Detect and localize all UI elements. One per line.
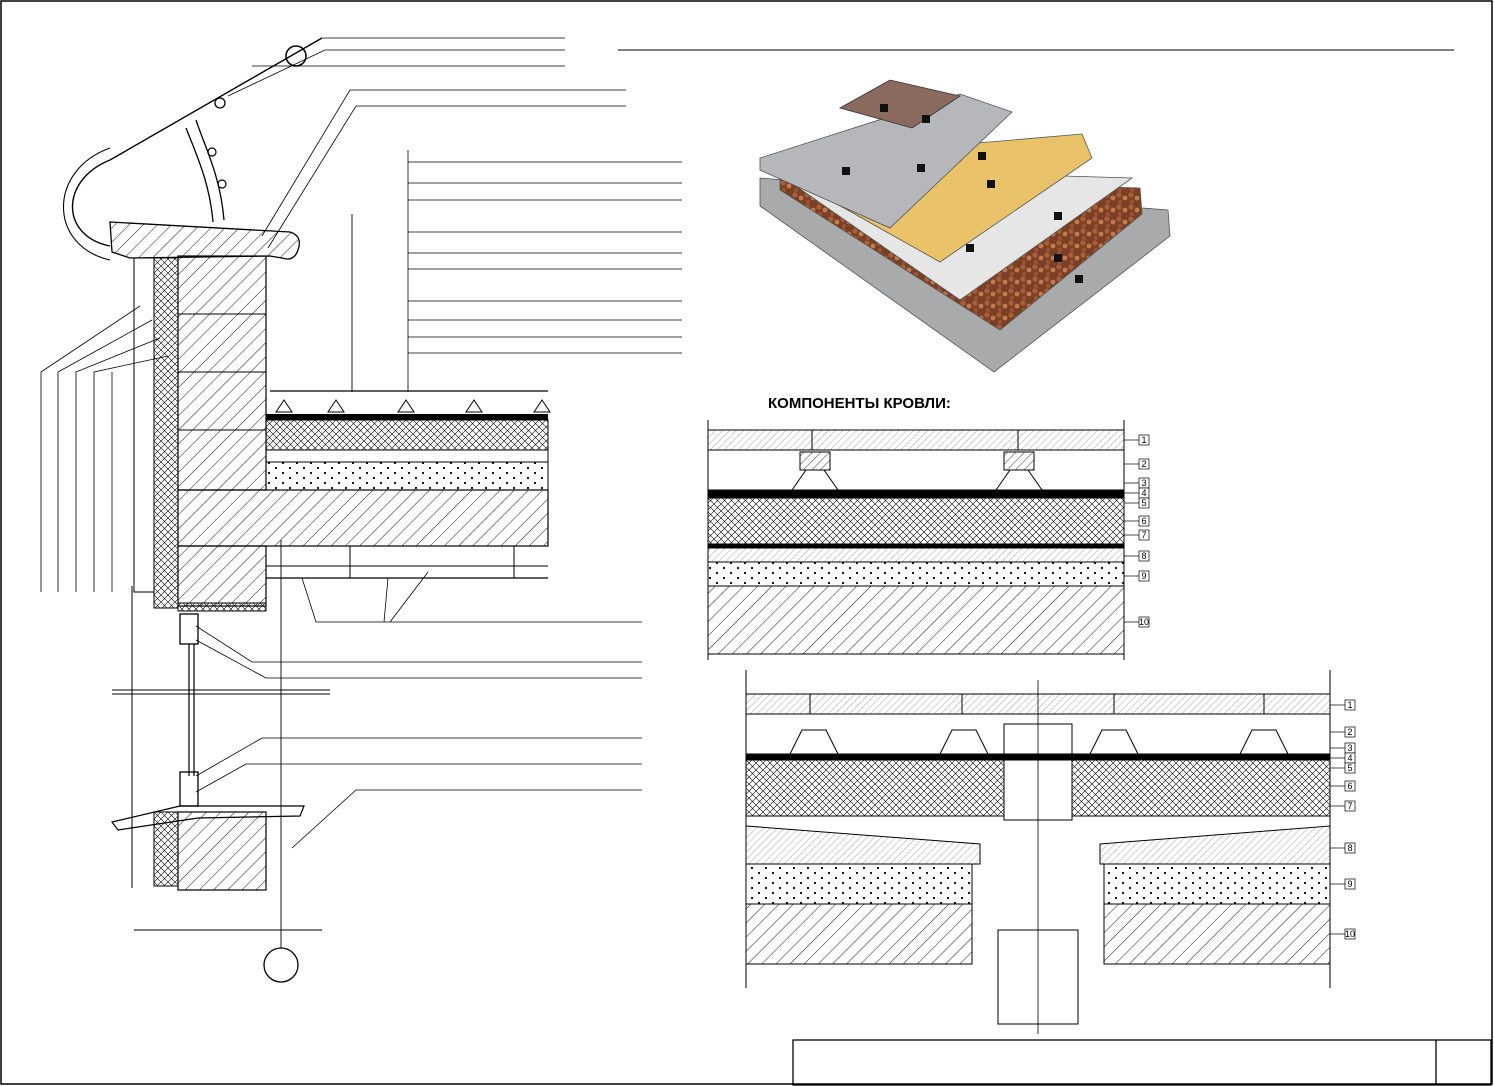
floor-slab xyxy=(177,489,549,547)
roof-insulation xyxy=(265,419,549,451)
layer-number-7: 7 xyxy=(1347,801,1352,811)
callout-box xyxy=(1344,928,1356,940)
layer-number-2: 2 xyxy=(1141,459,1146,469)
layer-number-8: 8 xyxy=(1347,843,1352,853)
callout-box xyxy=(1138,550,1150,562)
layer-number-1: 1 xyxy=(1141,435,1146,445)
section-a-insulation xyxy=(707,497,1125,545)
callout-box xyxy=(1138,529,1150,541)
section-b xyxy=(745,670,1331,1034)
section-b-insulation xyxy=(745,759,1005,817)
roof-3d-illustration xyxy=(759,79,1171,373)
callout-box xyxy=(1344,842,1356,854)
layer-number-7: 7 xyxy=(1141,530,1146,540)
callout-box xyxy=(1138,515,1150,527)
callout-box xyxy=(1344,699,1356,711)
section-b-slope-screed xyxy=(745,825,981,865)
section-a xyxy=(707,420,1125,660)
roof-screed xyxy=(265,461,549,491)
rail-circle xyxy=(285,45,307,67)
layer-number-5: 5 xyxy=(1141,498,1146,508)
window-frame-top xyxy=(179,613,199,645)
handrail xyxy=(72,37,323,247)
section-b-slab xyxy=(745,903,973,965)
parapet-masonry xyxy=(177,255,267,491)
callout-box xyxy=(1344,878,1356,890)
callout-box xyxy=(1344,800,1356,812)
layer-number-2: 2 xyxy=(1347,727,1352,737)
layer-number-9: 9 xyxy=(1347,879,1352,889)
title-block xyxy=(792,1039,1492,1086)
layer-number-3: 3 xyxy=(1141,478,1146,488)
layer-number-4: 4 xyxy=(1347,753,1352,763)
window-frame-bottom xyxy=(179,771,199,807)
layer-markers xyxy=(842,104,1083,283)
layer-number-10: 10 xyxy=(1345,929,1355,939)
layer-number-9: 9 xyxy=(1141,571,1146,581)
parapet-coping xyxy=(109,221,301,260)
layer-number-4: 4 xyxy=(1141,488,1146,498)
callout-box xyxy=(1344,780,1356,792)
callout-box xyxy=(1344,762,1356,774)
layer-number-8: 8 xyxy=(1141,551,1146,561)
axis-marker xyxy=(263,947,299,983)
callout-box xyxy=(1138,458,1150,470)
layer-number-3: 3 xyxy=(1347,743,1352,753)
callout-box xyxy=(1138,616,1150,628)
section-a-screed xyxy=(707,561,1125,587)
section-a-tiles xyxy=(707,429,1125,451)
parapet-detail xyxy=(40,37,682,983)
section-a-slab xyxy=(707,585,1125,655)
layer-number-6: 6 xyxy=(1347,781,1352,791)
layer-number-6: 6 xyxy=(1141,516,1146,526)
layer-number-5: 5 xyxy=(1347,763,1352,773)
section-b-callouts: 1 2 345 6 7 8 9 10 xyxy=(1330,699,1356,940)
diagram-title: КОМПОНЕНТЫ КРОВЛИ: xyxy=(768,395,951,412)
section-a-callouts: 1 2 345 6 7 8 9 10 xyxy=(1124,434,1150,628)
callout-box xyxy=(1138,497,1150,509)
pedestal-row xyxy=(275,399,551,413)
callout-box xyxy=(1138,434,1150,446)
layer-number-10: 10 xyxy=(1139,617,1149,627)
layer-number-1: 1 xyxy=(1347,700,1352,710)
callout-box xyxy=(1344,726,1356,738)
callout-box xyxy=(1138,570,1150,582)
